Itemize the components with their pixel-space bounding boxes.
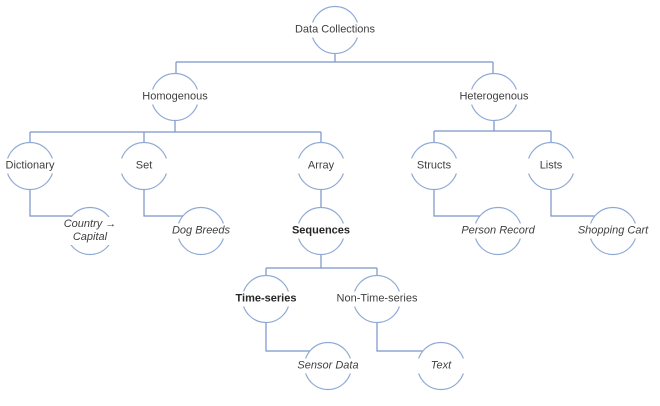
node-label-set: Set: [118, 158, 170, 174]
tree-connectors: [29, 53, 595, 352]
node-label-dog-breeds: Dog Breeds: [168, 223, 234, 239]
node-label-time-series: Time-series: [232, 291, 300, 307]
node-label-data-collections: Data Collections: [291, 22, 379, 38]
node-label-structs: Structs: [408, 158, 460, 174]
country-capital-line2: Capital: [72, 231, 108, 243]
node-label-lists: Lists: [525, 158, 577, 174]
node-label-array: Array: [295, 158, 347, 174]
node-label-sequences: Sequences: [288, 223, 354, 239]
node-label-person-record: Person Record: [458, 223, 538, 239]
connector-set-dogbreeds: [143, 189, 183, 217]
node-label-heterogenous: Heterogenous: [456, 89, 532, 105]
node-label-sensor-data: Sensor Data: [294, 358, 362, 374]
node-label-non-time-series: Non-Time-series: [333, 291, 421, 307]
connector-homogenous-children: [29, 120, 322, 143]
connector-root-to-level2: [175, 53, 494, 74]
connector-timeseries-sensordata: [265, 322, 310, 352]
connector-dictionary-country: [29, 189, 72, 217]
node-label-dictionary: Dictionary: [2, 158, 58, 174]
connector-heterogenous-children: [433, 120, 552, 143]
connector-sequences-children: [265, 254, 378, 276]
country-capital-line1: Country →: [63, 218, 117, 230]
node-label-homogenous: Homogenous: [139, 89, 211, 105]
connector-nontimeseries-text: [376, 322, 423, 352]
node-label-text: Text: [415, 358, 467, 374]
connector-structs-personrecord: [433, 189, 480, 217]
node-label-shopping-cart: Shopping Cart: [574, 223, 652, 239]
node-label-country-capital: Country → Capital: [60, 217, 120, 245]
connector-lists-shoppingcart: [550, 189, 595, 217]
